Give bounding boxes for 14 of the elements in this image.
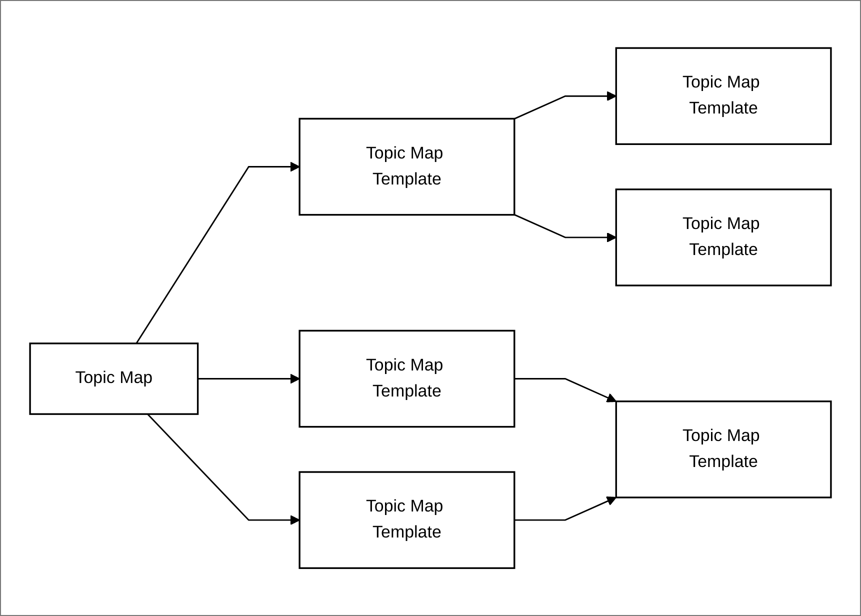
node-box: Topic Map Template [615,47,832,145]
node-box: Topic Map Template [298,330,516,428]
node-box: Topic Map [29,342,199,415]
arrow [136,162,300,344]
node-box: Topic Map Template [298,471,516,569]
arrow [147,413,300,525]
arrow [514,378,617,402]
node-box: Topic Map Template [298,118,516,216]
arrow [198,374,300,384]
node-box: Topic Map Template [615,400,832,498]
arrow [514,214,617,242]
arrow [514,496,617,521]
arrow [514,91,617,120]
node-box: Topic Map Template [615,188,832,286]
